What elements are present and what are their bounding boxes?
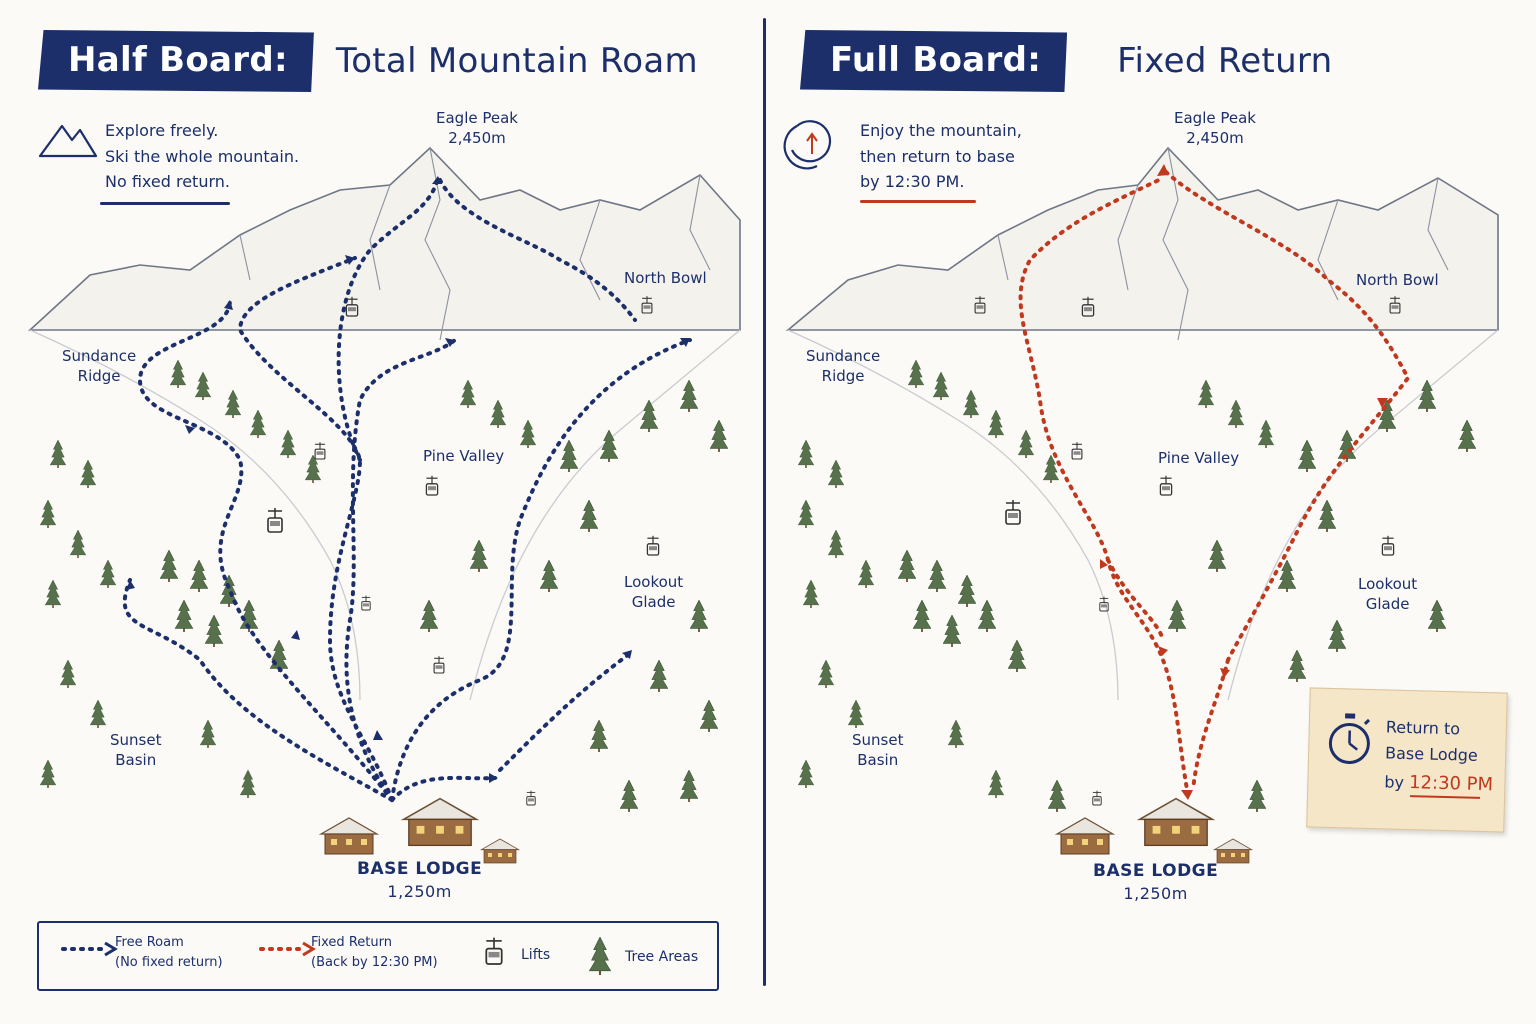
full-board-label-eagle-peak: Eagle Peak 2,450m [1174, 108, 1256, 149]
sticky-by-prefix: by [1384, 772, 1405, 792]
legend-free-roam-sub: (No fixed return) [115, 954, 223, 970]
half-board-label-lookout-glade: Lookout Glade [624, 572, 683, 613]
half-board-panel: Half Board: Total Mountain Roam [0, 0, 760, 1024]
half-board-note: Explore freely. Ski the whole mountain. … [105, 118, 299, 195]
full-board-note-line-2: then return to base [860, 146, 1015, 166]
full-board-valley-lines [787, 329, 1499, 701]
legend-free-roam-arrow [61, 941, 118, 957]
return-cycle-icon [783, 120, 832, 170]
full-board-mountain-ridges [997, 147, 1449, 341]
legend-fixed-return-label: Fixed Return [311, 935, 392, 950]
full-board-lookout-line-2: Glade [1365, 595, 1410, 614]
half-board-note-line-2: Ski the whole mountain. [105, 146, 300, 166]
full-board-lookout-line-1: Lookout [1358, 575, 1418, 593]
half-board-label-sundance-ridge: Sundance Ridge [62, 346, 136, 387]
tree-icon [589, 937, 611, 975]
sticky-line-1: Return to [1385, 717, 1461, 739]
full-board-label-sundance-ridge: Sundance Ridge [806, 346, 880, 387]
half-board-peak-name: Eagle Peak [436, 109, 518, 127]
half-board-base-name: BASE LODGE [357, 859, 483, 879]
panel-divider [763, 18, 766, 986]
half-board-lookout-line-2: Glade [631, 593, 676, 612]
full-board-title-row: Full Board: Fixed Return [800, 30, 1332, 92]
half-board-map [27, 124, 741, 864]
half-board-free-roam-routes [122, 176, 692, 802]
half-board-label-north-bowl: North Bowl [624, 269, 707, 287]
half-board-peak-elevation: 2,450m [448, 129, 506, 148]
half-board-mountain-ridges [239, 147, 711, 341]
legend-fixed-return: Fixed Return (Back by 12:30 PM) [311, 933, 438, 972]
legend-lifts-label: Lifts [521, 947, 551, 963]
full-board-route-arrows [1100, 164, 1388, 800]
half-board-tag: Half Board: [38, 30, 314, 92]
full-board-map [783, 120, 1499, 864]
full-board-peak-name: Eagle Peak [1174, 109, 1256, 127]
stopwatch-icon [1328, 713, 1371, 764]
full-board-peak-elevation: 2,450m [1186, 129, 1244, 148]
full-board-sunset-line-1: Sunset [852, 731, 904, 749]
sticky-line-2: Base Lodge [1384, 743, 1479, 766]
full-board-sundance-line-2: Ridge [821, 367, 865, 386]
full-board-title: Fixed Return [1117, 41, 1333, 81]
half-board-label-pine-valley: Pine Valley [423, 447, 505, 465]
map-legend: Free Roam (No fixed return) Fixed Return… [37, 921, 719, 991]
full-board-base-lodge-buildings [1056, 797, 1253, 864]
mountain-icon [38, 124, 98, 158]
half-board-base-lodge-buildings [320, 797, 520, 864]
full-board-label-pine-valley: Pine Valley [1158, 449, 1240, 467]
half-board-sundance-line-1: Sundance [62, 347, 137, 365]
half-board-note-line-3: No fixed return. [105, 172, 230, 192]
sticky-note-text: Return to Base Lodge by 12:30 PM [1384, 714, 1495, 799]
return-deadline-sticky-note: Return to Base Lodge by 12:30 PM [1306, 687, 1508, 833]
half-board-title-row: Half Board: Total Mountain Roam [38, 30, 698, 92]
half-board-route-arrows [126, 176, 690, 783]
half-board-lookout-line-1: Lookout [624, 573, 684, 591]
half-board-sundance-line-2: Ridge [77, 367, 121, 386]
half-board-valley-lines [29, 329, 741, 701]
full-board-label-lookout-glade: Lookout Glade [1358, 574, 1417, 615]
full-board-fixed-return-routes [1018, 170, 1411, 797]
full-board-note-underline [860, 200, 976, 203]
full-board-label-north-bowl: North Bowl [1356, 271, 1439, 289]
half-board-label-eagle-peak: Eagle Peak 2,450m [436, 108, 518, 149]
half-board-base-elevation: 1,250m [387, 881, 452, 901]
half-board-label-sunset-basin: Sunset Basin [110, 730, 161, 771]
legend-fixed-return-arrow [259, 941, 316, 957]
legend-fixed-return-sub: (Back by 12:30 PM) [311, 954, 438, 970]
full-board-base-elevation: 1,250m [1123, 883, 1188, 903]
full-board-note-line-1: Enjoy the mountain, [860, 121, 1022, 140]
full-board-sunset-line-2: Basin [857, 751, 899, 770]
half-board-sunset-line-2: Basin [115, 751, 157, 770]
half-board-title: Total Mountain Roam [335, 41, 698, 81]
full-board-label-sunset-basin: Sunset Basin [852, 730, 903, 771]
half-board-note-underline [100, 202, 230, 205]
full-board-mountain-range [785, 146, 1499, 331]
legend-tree-areas-label: Tree Areas [625, 949, 699, 965]
full-board-note: Enjoy the mountain, then return to base … [860, 118, 1022, 195]
full-board-note-line-3: by 12:30 PM. [860, 172, 965, 192]
lift-icon [485, 937, 503, 965]
full-board-base-name: BASE LODGE [1093, 861, 1219, 881]
full-board-label-base-lodge: BASE LODGE 1,250m [1093, 860, 1218, 905]
full-board-sundance-line-1: Sundance [806, 347, 881, 365]
legend-free-roam: Free Roam (No fixed return) [115, 933, 223, 972]
full-board-tag: Full Board: [800, 30, 1068, 92]
half-board-sunset-line-1: Sunset [110, 731, 162, 749]
half-board-mountain-range [27, 146, 741, 331]
half-board-label-base-lodge: BASE LODGE 1,250m [357, 858, 482, 903]
sticky-return-time: 12:30 PM [1408, 771, 1494, 796]
half-board-note-line-1: Explore freely. [105, 121, 219, 140]
legend-free-roam-label: Free Roam [115, 935, 184, 950]
full-board-panel: Full Board: Fixed Return [768, 0, 1536, 1024]
